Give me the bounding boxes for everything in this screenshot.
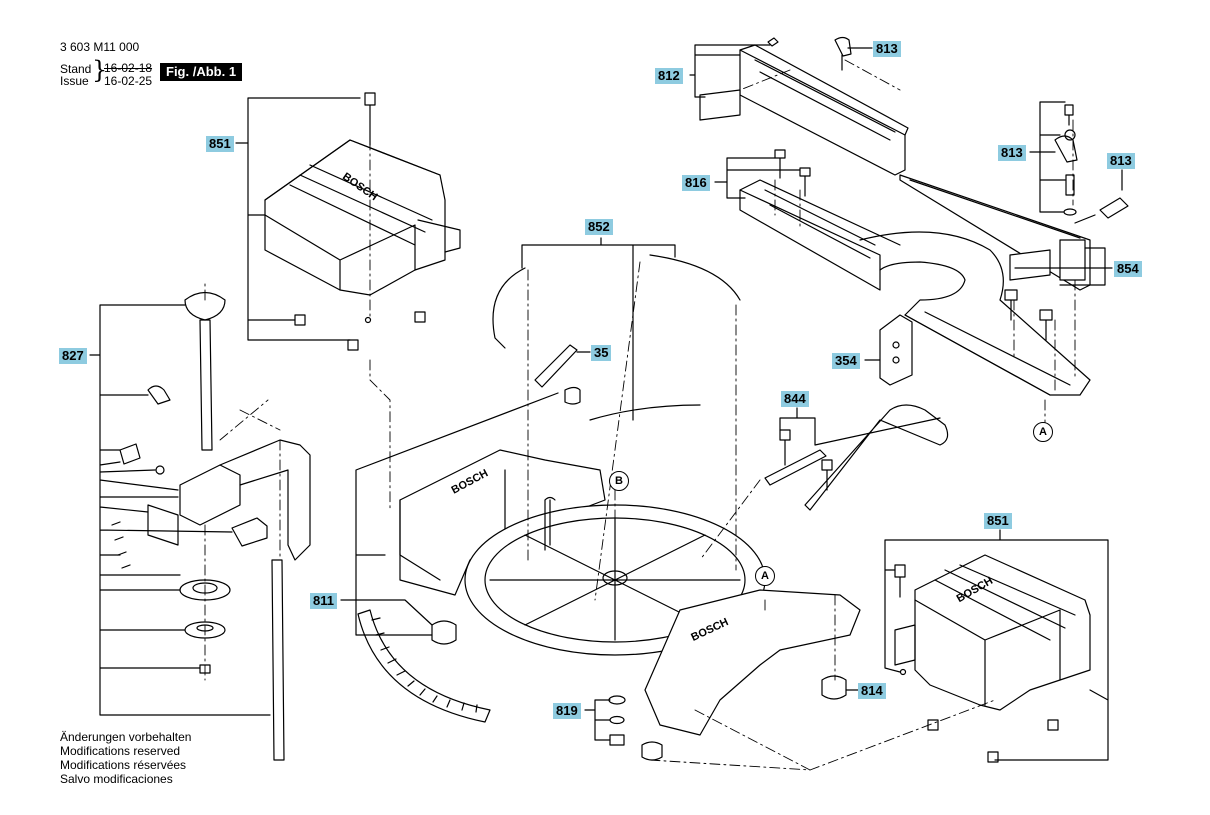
callout-814: 814	[858, 683, 886, 699]
note-en: Modifications reserved	[60, 744, 181, 758]
part-number: 3 603 M11 000	[60, 40, 140, 54]
callout-813-right: 813	[1107, 153, 1135, 169]
note-fr: Modifications réservées	[60, 758, 187, 772]
callout-811: 811	[310, 593, 337, 609]
callout-813-top: 813	[873, 41, 901, 57]
callout-827: 827	[59, 348, 87, 364]
callout-851-upper: 851	[206, 136, 234, 152]
issue-label: Issue	[60, 74, 89, 88]
callout-816: 816	[682, 175, 710, 191]
callout-813-middle: 813	[998, 145, 1026, 161]
motor-cover-upper	[264, 92, 461, 351]
note-de: Änderungen vorbehalten	[60, 730, 192, 744]
issue-date: 16-02-25	[104, 74, 153, 88]
fence-left-lower	[739, 174, 1091, 291]
callout-819: 819	[553, 703, 581, 719]
figure-label: Fig. /Abb. 1	[160, 63, 243, 81]
reference-mark-a-base: A	[755, 566, 775, 586]
note-es: Salvo modificaciones	[60, 772, 173, 786]
feet-and-washers	[431, 620, 847, 761]
guard-springs	[492, 254, 741, 421]
callout-851-lower: 851	[984, 513, 1012, 529]
reference-mark-b: B	[609, 471, 629, 491]
miter-scale	[357, 609, 491, 723]
stand-assembly	[111, 291, 311, 761]
motor-cover-lower	[894, 554, 1091, 763]
callout-854: 854	[1114, 261, 1142, 277]
callout-812: 812	[655, 68, 683, 84]
clamp-354	[879, 314, 913, 386]
callout-35: 35	[591, 345, 612, 361]
carry-handle	[764, 404, 949, 511]
callout-852: 852	[585, 219, 613, 235]
assembly-lines	[204, 59, 1076, 771]
modification-notes: Änderungen vorbehalten Modifications res…	[60, 730, 191, 786]
fence-screws-top	[767, 36, 1129, 341]
table-extension	[859, 231, 1091, 396]
leader-lines	[89, 44, 1123, 761]
reference-mark-a-fence: A	[1033, 422, 1053, 442]
stand-label: Stand	[60, 62, 92, 76]
callout-354: 354	[832, 353, 860, 369]
fence-right-upper	[699, 44, 909, 176]
stand-date: 16-02-18	[104, 61, 153, 75]
date-brace: }	[92, 56, 108, 84]
saw-base	[399, 449, 861, 736]
callout-844: 844	[781, 391, 809, 407]
